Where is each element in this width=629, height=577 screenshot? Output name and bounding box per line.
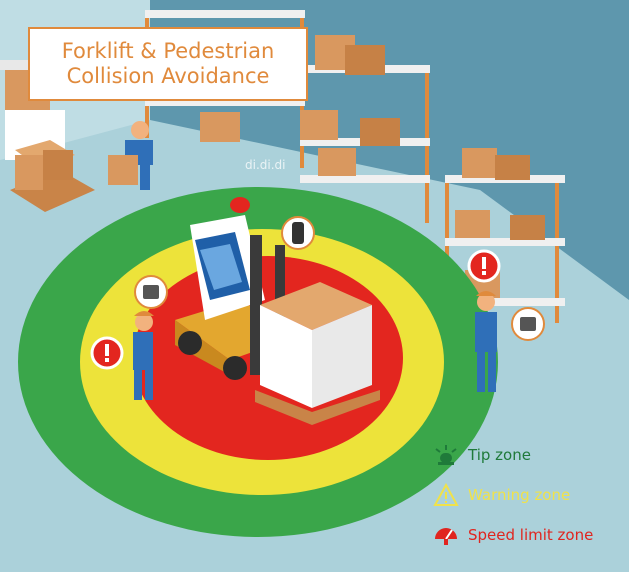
title-line-2: Collision Avoidance — [66, 64, 270, 88]
title-box: Forklift & Pedestrian Collision Avoidanc… — [28, 27, 308, 101]
legend-label-speed-limit-zone: Speed limit zone — [468, 526, 594, 544]
right-device-bubble — [511, 307, 545, 341]
worker-carrying-box — [108, 121, 153, 190]
left-pedestrian — [133, 311, 154, 400]
warning-triangle-icon — [432, 482, 460, 508]
watermark: di.di.di — [245, 158, 286, 172]
forklift-device-bubble — [281, 216, 315, 250]
pallet-with-box — [255, 282, 380, 425]
left-alert-icon — [90, 336, 124, 370]
left-shelf — [0, 60, 95, 212]
speedometer-icon — [432, 522, 460, 548]
left-device-bubble — [134, 275, 168, 309]
right-pedestrian — [475, 291, 497, 392]
legend-item-warning-zone: Warning zone — [432, 482, 628, 508]
right-alert-icon — [467, 249, 501, 283]
legend-item-speed-limit-zone: Speed limit zone — [432, 522, 628, 548]
legend-item-tip-zone: Tip zone — [432, 442, 628, 468]
zone-legend: Tip zone Warning zone Speed limit zone — [432, 442, 628, 562]
legend-label-tip-zone: Tip zone — [468, 446, 531, 464]
title-line-1: Forklift & Pedestrian — [61, 39, 275, 63]
legend-label-warning-zone: Warning zone — [468, 486, 571, 504]
beacon-light-icon — [432, 442, 460, 468]
